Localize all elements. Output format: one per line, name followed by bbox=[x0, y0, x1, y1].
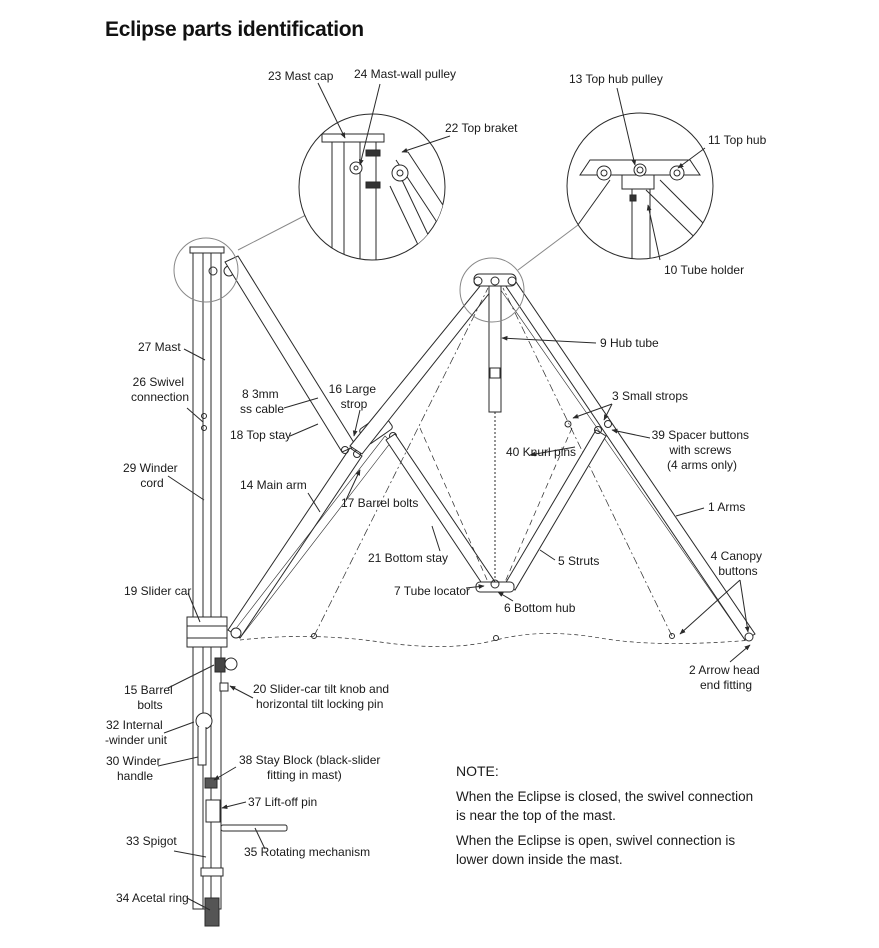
part-labels: 23 Mast cap 24 Mast-wall pulley 22 Top b… bbox=[105, 67, 767, 905]
label-spigot: 33 Spigot bbox=[126, 834, 177, 848]
leader-lines bbox=[157, 82, 751, 911]
note-heading: NOTE: bbox=[456, 763, 499, 779]
label-ss-cable: 8 3mm ss cable bbox=[240, 387, 284, 416]
label-top-hub: 11 Top hub bbox=[708, 133, 767, 147]
label-top-stay: 18 Top stay bbox=[230, 428, 291, 442]
label-mast: 27 Mast bbox=[138, 340, 181, 354]
label-winder-handle: 30 Winder handle bbox=[106, 754, 164, 783]
label-hub-tube: 9 Hub tube bbox=[600, 336, 659, 350]
label-tilt-knob: 20 Slider-car tilt knob and horizontal t… bbox=[253, 682, 392, 711]
note-closed-text: When the Eclipse is closed, the swivel c… bbox=[456, 789, 754, 823]
label-arms: 1 Arms bbox=[708, 500, 745, 514]
label-bottom-stay: 21 Bottom stay bbox=[368, 551, 448, 565]
label-arrow-head: 2 Arrow head end fitting bbox=[689, 663, 763, 692]
label-barrel-bolts-15: 15 Barrel bolts bbox=[124, 683, 176, 712]
label-stay-block: 38 Stay Block (black-slider fitting in m… bbox=[239, 753, 384, 782]
label-canopy-buttons: 4 Canopy buttons bbox=[711, 549, 766, 578]
label-internal-winder: 32 Internal -winder unit bbox=[105, 718, 168, 747]
page-title: Eclipse parts identification bbox=[105, 18, 364, 41]
label-winder-cord: 29 Winder cord bbox=[123, 461, 181, 490]
label-tube-locator: 7 Tube locator bbox=[394, 584, 470, 598]
label-rotating-mechanism: 35 Rotating mechanism bbox=[244, 845, 370, 859]
label-spacer-buttons: 39 Spacer buttons with screws (4 arms on… bbox=[652, 428, 753, 472]
label-small-strops: 3 Small strops bbox=[612, 389, 688, 403]
label-top-braket: 22 Top braket bbox=[445, 121, 518, 135]
label-mast-cap: 23 Mast cap bbox=[268, 69, 334, 83]
label-mast-wall-pulley: 24 Mast-wall pulley bbox=[354, 67, 456, 81]
label-struts: 5 Struts bbox=[558, 554, 599, 568]
note-open-text: When the Eclipse is open, swivel connect… bbox=[456, 833, 736, 867]
note-box: NOTE: When the Eclipse is closed, the sw… bbox=[456, 762, 756, 875]
label-lift-off-pin: 37 Lift-off pin bbox=[248, 795, 317, 809]
label-knurl-pins: 40 Knurl pins bbox=[506, 445, 576, 459]
label-swivel-connection: 26 Swivel connection bbox=[131, 375, 189, 404]
hub-drawing bbox=[473, 273, 517, 593]
arm-drawing bbox=[224, 255, 753, 647]
label-tube-holder: 10 Tube holder bbox=[664, 263, 744, 277]
mast-drawing bbox=[186, 246, 288, 927]
label-bottom-hub: 6 Bottom hub bbox=[504, 601, 576, 615]
label-slider-car: 19 Slider car bbox=[124, 584, 191, 598]
label-acetal-ring: 34 Acetal ring bbox=[116, 891, 189, 905]
label-main-arm: 14 Main arm bbox=[240, 478, 307, 492]
label-barrel-bolts-17: 17 Barrel bolts bbox=[341, 496, 418, 510]
label-large-strop: 16 Large strop bbox=[329, 382, 380, 411]
label-top-hub-pulley: 13 Top hub pulley bbox=[569, 72, 663, 86]
